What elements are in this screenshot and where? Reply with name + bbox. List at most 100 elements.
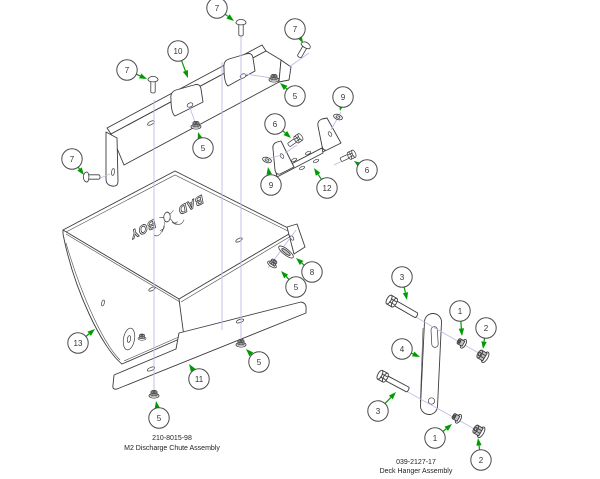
callout-number: 10 [174, 47, 183, 56]
callout-number: 6 [273, 120, 278, 129]
leader-line [282, 130, 286, 134]
callout-balloon [470, 449, 492, 471]
leader-arrowhead [388, 392, 396, 400]
callout-7: 7 [284, 18, 306, 43]
callout-number: 2 [484, 324, 489, 333]
callout-number: 13 [74, 339, 83, 348]
leader-arrowhead [280, 83, 288, 90]
callout-number: 3 [400, 273, 405, 282]
callout-balloon [61, 148, 83, 170]
callout-5: 5 [281, 271, 307, 298]
leader-line [136, 73, 141, 77]
callout-number: 2 [479, 456, 484, 465]
callout-balloon [356, 159, 378, 181]
hw-flangeNut [267, 258, 278, 269]
hw-flangeNut [137, 333, 147, 341]
callout-balloon [260, 174, 282, 196]
callout-6: 6 [354, 159, 378, 181]
callout-balloon [192, 137, 214, 159]
callout-number: 12 [323, 184, 332, 193]
callout-balloon [316, 177, 338, 199]
leader-arrowhead [154, 401, 160, 409]
callout-7: 7 [206, 0, 234, 21]
leader-line [384, 397, 392, 405]
leader-line [85, 333, 90, 337]
caption-hanger: 039-2127-17 Deck Hanger Assembly [380, 459, 453, 475]
callout-11: 11 [188, 364, 210, 390]
callout-1: 1 [449, 300, 471, 336]
leader-line [460, 321, 463, 329]
alignment-line [288, 52, 310, 68]
bracket-flange-left [272, 140, 295, 175]
leader-arrowhead [476, 438, 482, 446]
part-hinge-tab-right [223, 53, 256, 87]
hw-flangeNutSide [456, 338, 468, 349]
callout-4: 4 [391, 338, 420, 360]
callout-7: 7 [61, 148, 84, 175]
callout-balloon [284, 18, 306, 40]
callout-6: 6 [264, 113, 291, 138]
leader-arrowhead [402, 292, 409, 300]
callout-2: 2 [470, 438, 492, 471]
callout-balloon [301, 261, 323, 283]
callout-8: 8 [296, 258, 323, 283]
callout-balloon [264, 113, 286, 135]
alignment-lines [97, 33, 483, 432]
leader-line [442, 428, 447, 432]
callout-number: 7 [70, 155, 75, 164]
callout-12: 12 [314, 168, 338, 199]
callout-1: 1 [424, 424, 452, 449]
callout-10: 10 [167, 40, 189, 78]
callout-number: 7 [293, 25, 298, 34]
hw-flangeNut [190, 121, 202, 130]
leader-line [317, 173, 322, 180]
leader-arrowhead [182, 70, 188, 78]
callout-2: 2 [475, 317, 497, 349]
leader-line [180, 60, 186, 72]
bracket-flange-right [317, 117, 342, 151]
chute-assembly-title: M2 Discharge Chute Assembly [124, 445, 220, 452]
leader-line [301, 262, 305, 266]
hw-hexBolt [385, 294, 419, 318]
callout-balloon [248, 351, 270, 373]
hw-flangeNut [148, 390, 160, 399]
deer-head-icon [153, 210, 185, 237]
callout-number: 8 [310, 268, 315, 277]
hw-flangeBolt [235, 19, 247, 37]
part-chute-body: BAD BOY [62, 170, 306, 365]
callout-balloon [475, 317, 497, 339]
leader-arrowhead [296, 258, 304, 265]
callout-number: 7 [125, 66, 130, 75]
hw-hexBolt [376, 369, 410, 393]
callout-balloon [206, 0, 228, 19]
callout-3: 3 [367, 392, 396, 422]
callout-number: 5 [157, 414, 162, 423]
callout-number: 9 [269, 181, 274, 190]
callout-balloon [116, 59, 138, 81]
leader-line [403, 286, 406, 293]
callout-9: 9 [260, 167, 282, 196]
hw-washer [333, 113, 343, 121]
callout-balloon [367, 400, 389, 422]
leader-arrowhead [481, 341, 487, 349]
callout-3: 3 [391, 266, 413, 300]
part-hanger-strap [420, 313, 442, 415]
callout-5: 5 [148, 401, 170, 429]
leader-arrowhead [77, 167, 84, 175]
hw-flangeBolt [83, 171, 101, 183]
callout-number: 5 [201, 144, 206, 153]
hw-hexFlangeNut [476, 349, 490, 364]
part-support-bar [105, 44, 292, 187]
callout-number: 9 [341, 93, 346, 102]
callout-9: 9 [332, 86, 354, 111]
callout-number: 1 [433, 434, 438, 443]
callout-number: 1 [458, 307, 463, 316]
callout-5: 5 [192, 132, 214, 159]
callout-number: 6 [365, 166, 370, 175]
leader-arrowhead [139, 73, 147, 79]
part-hinge-tab-left [170, 84, 204, 117]
alignment-line [189, 107, 196, 123]
